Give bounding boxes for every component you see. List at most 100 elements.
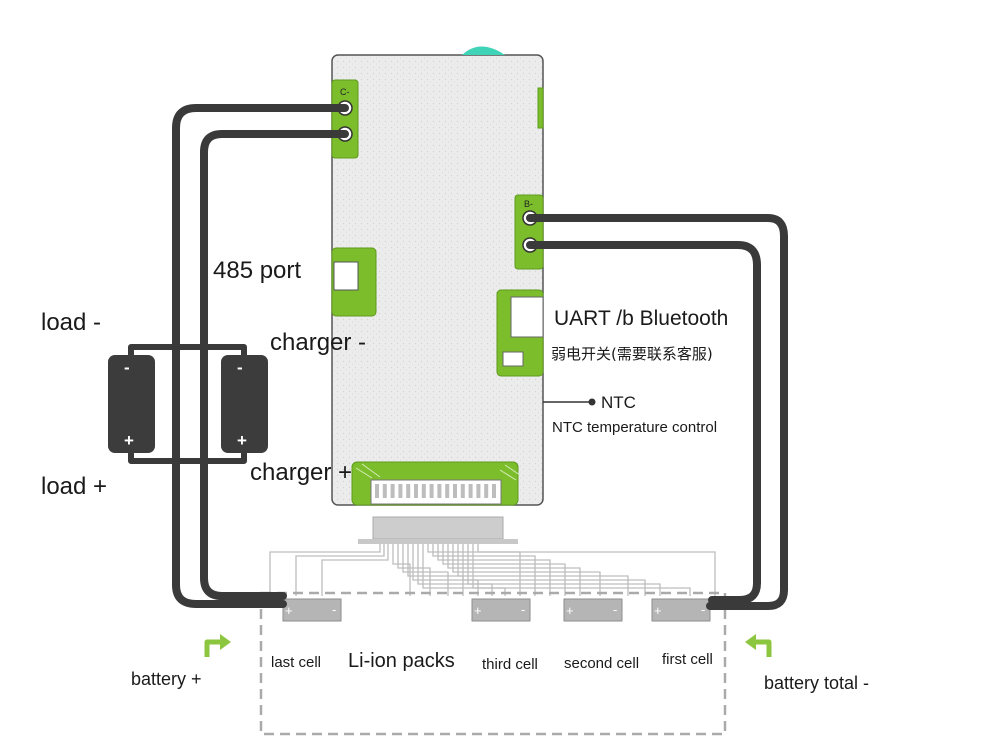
balance-wire: [437, 544, 551, 596]
battery-minus-arrow-icon: [752, 639, 772, 657]
label-li-ion-packs: Li-ion packs: [348, 650, 455, 672]
first-cell: + -: [651, 598, 711, 622]
third-cell-body: [471, 598, 531, 622]
socket-pin: [421, 484, 426, 498]
second-cell-body: [563, 598, 623, 622]
socket-pin: [453, 484, 457, 498]
label-uart-bluetooth: UART /b Bluetooth: [554, 307, 729, 330]
cells: + - + - + - + -: [282, 598, 711, 622]
c-minus-mark: C-: [340, 87, 350, 97]
load-battery-pair: - + - +: [108, 344, 268, 464]
second-cell-minus: -: [613, 602, 617, 617]
socket-pin: [382, 484, 387, 498]
last-cell-body: [282, 598, 342, 622]
balance-traces: [355, 463, 521, 481]
battery-plus-arrowhead-icon: [220, 634, 231, 650]
socket-pin: [398, 484, 403, 498]
third-cell-minus: -: [521, 602, 525, 617]
balance-wire: [407, 544, 464, 596]
load-battery-right-minus: -: [237, 358, 243, 377]
load-battery-left: [108, 355, 155, 453]
socket-pin: [476, 484, 481, 498]
label-charger-minus: charger -: [270, 329, 367, 356]
load-bracket-bottom: [128, 452, 247, 464]
pcb-top-logo: [462, 46, 505, 55]
label-load-minus: load -: [41, 309, 102, 336]
socket-pin: [414, 484, 418, 498]
bms-board: C- B-: [331, 46, 544, 506]
balance-wire: [392, 544, 411, 596]
load-battery-left-plus: +: [124, 431, 134, 450]
power-wires: [172, 104, 788, 610]
battery-minus-arrowhead-icon: [745, 634, 756, 650]
balance-wire: [472, 544, 691, 596]
balance-wire: [321, 544, 389, 596]
balance-plug: [372, 516, 504, 540]
label-485-port: 485 port: [213, 257, 302, 284]
switch-socket: [502, 351, 524, 367]
balance-wire: [397, 544, 431, 596]
edge-pad: [537, 87, 544, 129]
battery-plus-arrow-icon: [204, 639, 224, 657]
socket-pin: [437, 484, 442, 498]
load-bracket-top: [128, 344, 247, 356]
balance-wire: [457, 544, 629, 596]
last-cell-plus: +: [285, 603, 293, 618]
load-battery-right-plus: +: [237, 431, 247, 450]
balance-wire: [417, 544, 493, 596]
second-cell-plus: +: [566, 603, 574, 618]
label-load-plus: load +: [41, 473, 108, 500]
balance-wires: [269, 544, 716, 596]
last-cell-minus: -: [332, 602, 336, 617]
last-cell: + -: [282, 598, 342, 622]
balance-wire: [447, 544, 581, 596]
socket-pin: [460, 484, 465, 498]
balance-socket-pins: [375, 484, 496, 498]
balance-harness: [269, 516, 716, 596]
balance-socket: [370, 479, 502, 505]
label-ntc: NTC: [601, 393, 636, 412]
socket-pin: [375, 484, 379, 498]
socket-pin: [492, 484, 496, 498]
wire-charger-outer: [172, 104, 349, 608]
wire-battery-inner: [526, 241, 761, 604]
socket-pin: [406, 484, 411, 498]
second-cell: + -: [563, 598, 623, 622]
socket-pin: [390, 484, 395, 498]
label-third-cell: third cell: [482, 656, 538, 673]
balance-wire: [467, 544, 661, 596]
label-weak-switch: 弱电开关(需要联系客服): [551, 345, 713, 363]
balance-wire: [427, 544, 521, 596]
first-cell-plus: +: [654, 603, 662, 618]
li-ion-pack-outline: [259, 591, 727, 736]
b-minus-mark: B-: [524, 199, 533, 209]
balance-plug-flange: [358, 539, 518, 544]
label-battery-plus: battery +: [131, 669, 202, 689]
balance-wire: [269, 544, 381, 596]
third-cell: + -: [471, 598, 531, 622]
label-second-cell: second cell: [564, 655, 640, 672]
charger-pad: [331, 79, 359, 159]
balance-wire: [477, 544, 716, 596]
label-charger-plus: charger +: [250, 459, 353, 486]
balance-wire: [295, 544, 385, 596]
third-cell-plus: +: [474, 603, 482, 618]
label-first-cell: first cell: [662, 651, 713, 668]
load-battery-left-minus: -: [124, 358, 130, 377]
port-485-socket: [333, 261, 359, 291]
first-cell-minus: -: [701, 602, 705, 617]
label-ntc-temperature: NTC temperature control: [552, 419, 718, 436]
socket-pin: [429, 484, 434, 498]
label-battery-total-minus: battery total -: [764, 673, 870, 693]
wire-charger-inner: [200, 130, 349, 600]
socket-pin: [468, 484, 473, 498]
uart-socket: [510, 296, 544, 338]
socket-pin: [445, 484, 450, 498]
label-last-cell: last cell: [271, 654, 322, 671]
load-battery-right: [221, 355, 268, 453]
ntc-dot: [588, 398, 596, 406]
wire-battery-outer: [526, 214, 788, 610]
socket-pin: [484, 484, 489, 498]
